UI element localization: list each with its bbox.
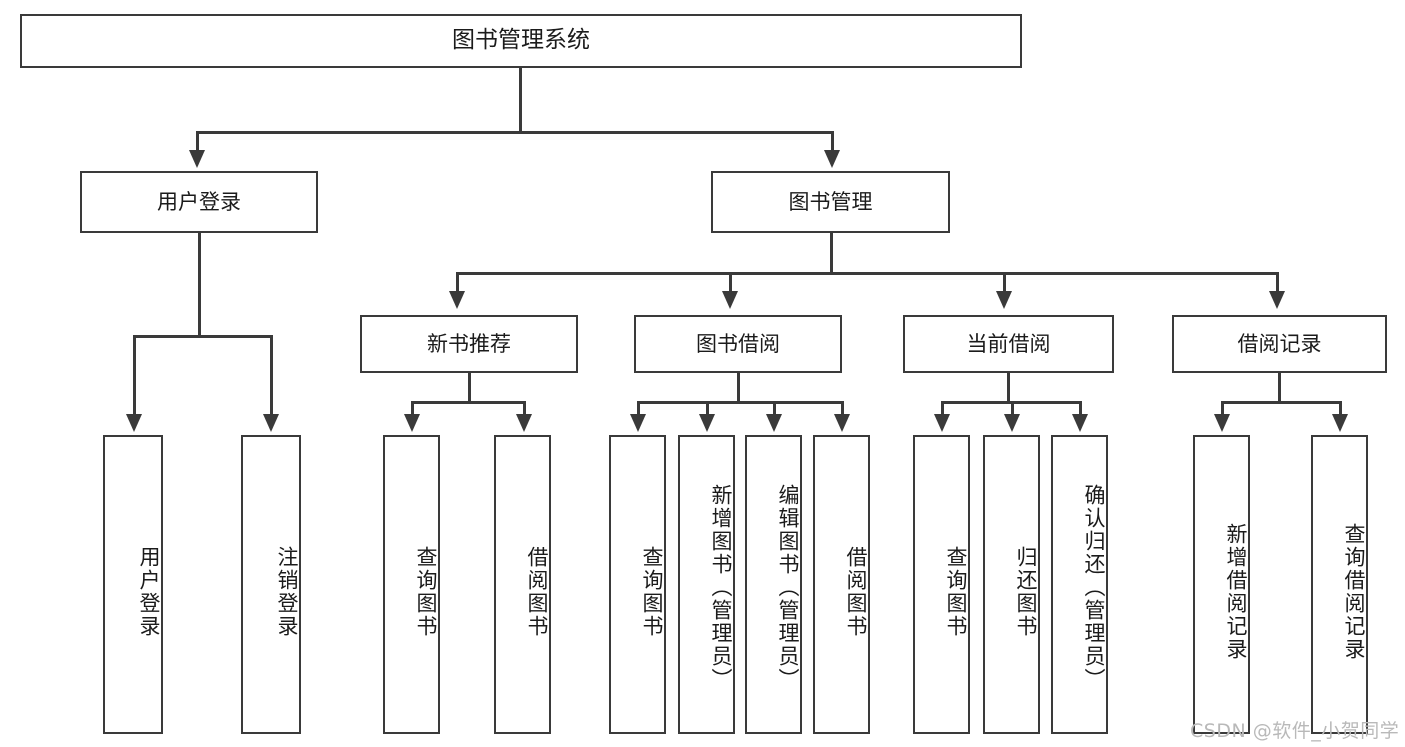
connector-drop-br-query [1339,401,1342,417]
connector-drop-nb-borrow [523,401,526,417]
node-label: 编辑图书（管理员） [776,484,800,691]
arrowhead-new-book [449,291,465,309]
node-label: 借阅记录 [1237,331,1322,356]
leaf-bb-query-book[interactable]: 查询图书 [609,435,666,734]
leaf-bb-add-book[interactable]: 新增图书（管理员） [678,435,735,734]
connector-user-login-stem [198,233,201,335]
node-label: 注销登录 [275,545,299,638]
arrowhead-leaf-user-login [126,414,142,432]
node-book-manage[interactable]: 图书管理 [711,171,950,233]
node-label: 用户登录 [137,545,161,638]
connector-drop-user-login [196,131,199,153]
node-label: 借阅图书 [525,545,549,638]
connector-new-book-stem [468,373,471,401]
leaf-br-query-record[interactable]: 查询借阅记录 [1311,435,1368,734]
connector-drop-new-book [456,272,459,294]
watermark: CSDN @软件_小贺同学 [1190,720,1400,742]
connector-borrow-record-bus [1221,401,1339,404]
node-label: 归还图书 [1014,545,1038,638]
node-label: 新增图书（管理员） [709,484,733,691]
arrowhead-book-borrow [722,291,738,309]
node-label: 图书管理系统 [452,27,590,54]
connector-book-manage-stem [830,233,833,272]
leaf-br-add-record[interactable]: 新增借阅记录 [1193,435,1250,734]
arrowhead-user-login [189,150,205,168]
arrowhead-nb-query [404,414,420,432]
connector-root-stem [519,68,522,131]
arrowhead-bb-add [699,414,715,432]
node-borrow-record[interactable]: 借阅记录 [1172,315,1387,373]
arrowhead-bb-borrow [834,414,850,432]
node-label: 查询图书 [640,545,664,638]
node-label: 图书管理 [788,189,873,214]
connector-drop-borrow-record [1276,272,1279,294]
arrowhead-br-query [1332,414,1348,432]
node-label: 新增借阅记录 [1224,522,1248,661]
node-user-login[interactable]: 用户登录 [80,171,318,233]
node-label: 查询图书 [944,545,968,638]
connector-level3-bus [456,272,1278,275]
node-book-borrow[interactable]: 图书借阅 [634,315,842,373]
connector-drop-br-add [1221,401,1224,417]
node-label: 当前借阅 [966,331,1051,356]
connector-borrow-record-stem [1278,373,1281,401]
connector-drop-current-borrow [1003,272,1006,294]
node-label: 借阅图书 [844,545,868,638]
arrowhead-bb-query [630,414,646,432]
connector-book-borrow-bus [637,401,842,404]
arrowhead-nb-borrow [516,414,532,432]
connector-current-borrow-stem [1007,373,1010,401]
node-new-book-recommend[interactable]: 新书推荐 [360,315,578,373]
leaf-nb-borrow-book[interactable]: 借阅图书 [494,435,551,734]
connector-drop-leaf-logout [270,335,273,417]
leaf-logout[interactable]: 注销登录 [241,435,301,734]
connector-drop-bb-edit [773,401,776,417]
leaf-cb-query-book[interactable]: 查询图书 [913,435,970,734]
arrowhead-borrow-record [1269,291,1285,309]
connector-drop-leaf-user-login [133,335,136,417]
node-label: 用户登录 [157,189,241,214]
leaf-cb-return-book[interactable]: 归还图书 [983,435,1040,734]
leaf-user-login[interactable]: 用户登录 [103,435,163,734]
connector-drop-book-manage [831,131,834,153]
node-label: 查询借阅记录 [1342,522,1366,661]
arrowhead-br-add [1214,414,1230,432]
connector-drop-nb-query [411,401,414,417]
node-label: 新书推荐 [427,331,511,356]
connector-drop-bb-query [637,401,640,417]
connector-current-borrow-bus [941,401,1080,404]
arrowhead-current-borrow [996,291,1012,309]
connector-drop-cb-query [941,401,944,417]
arrowhead-cb-query [934,414,950,432]
leaf-bb-borrow-book[interactable]: 借阅图书 [813,435,870,734]
node-label: 查询图书 [414,545,438,638]
node-current-borrow[interactable]: 当前借阅 [903,315,1114,373]
node-label: 图书借阅 [696,331,780,356]
arrowhead-cb-confirm [1072,414,1088,432]
node-label: 确认归还（管理员） [1082,484,1106,691]
connector-drop-cb-return [1011,401,1014,417]
connector-drop-cb-confirm [1079,401,1082,417]
connector-level1-bus [196,131,834,134]
arrowhead-leaf-logout [263,414,279,432]
connector-user-login-bus [133,335,272,338]
arrowhead-cb-return [1004,414,1020,432]
arrowhead-book-manage [824,150,840,168]
connector-new-book-bus [411,401,525,404]
node-root-system[interactable]: 图书管理系统 [20,14,1022,68]
arrowhead-bb-edit [766,414,782,432]
connector-book-borrow-stem [737,373,740,401]
leaf-cb-confirm-return[interactable]: 确认归还（管理员） [1051,435,1108,734]
leaf-nb-query-book[interactable]: 查询图书 [383,435,440,734]
connector-drop-bb-borrow [841,401,844,417]
connector-drop-bb-add [706,401,709,417]
connector-drop-book-borrow [729,272,732,294]
leaf-bb-edit-book[interactable]: 编辑图书（管理员） [745,435,802,734]
